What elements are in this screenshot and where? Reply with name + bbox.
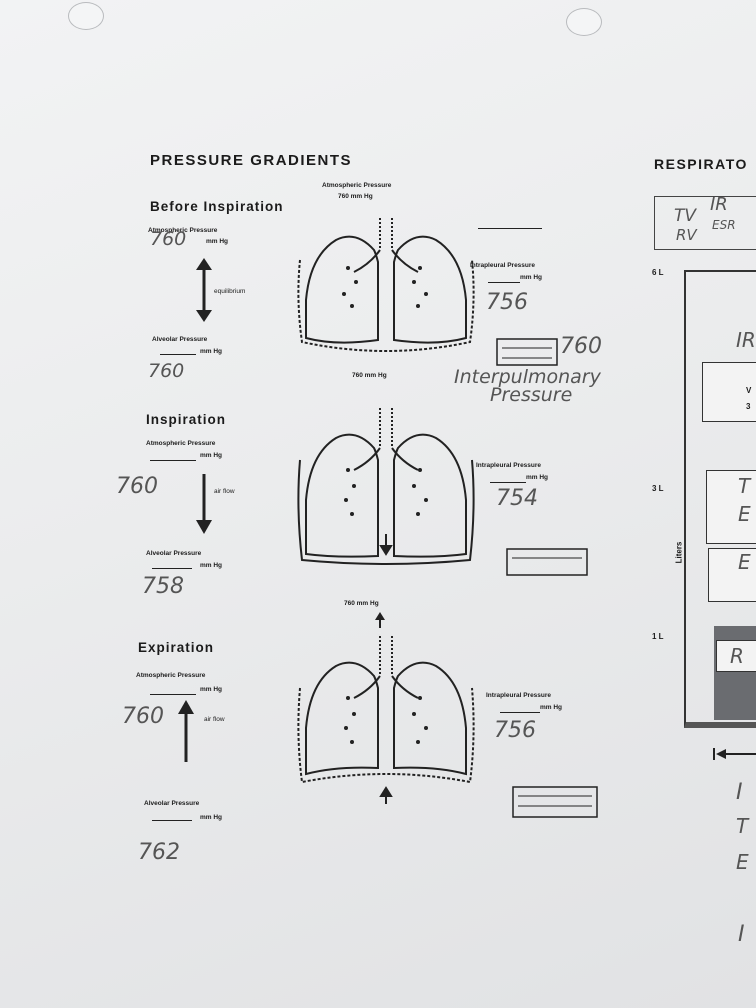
inspiration-atmospheric-answer: 760 — [116, 474, 158, 499]
right-hand-e2: E — [738, 550, 751, 574]
expiration-top-value: 760 mm Hg — [344, 600, 379, 607]
right-hand-ir: IR — [736, 328, 756, 352]
before-intrapleural-answer: 756 — [486, 290, 528, 315]
right-top-hand-tv: TV — [674, 206, 697, 226]
inspiration-alveolar-answer: 758 — [142, 574, 184, 599]
right-hand-t: T — [738, 474, 751, 498]
tick-6l: 6 L — [652, 268, 664, 277]
right-3-label: 3 — [746, 402, 751, 411]
expiration-airflow-arrow — [178, 700, 194, 762]
inspiration-heading: Inspiration — [146, 412, 227, 427]
axis-label-liters: Liters — [674, 541, 684, 564]
volume-box-1 — [702, 362, 756, 422]
expiration-airflow-label: air flow — [204, 716, 225, 723]
interpulmonary-note-line2: Pressure — [490, 384, 573, 406]
expiration-alveolar-label: Alveolar Pressure — [144, 800, 200, 807]
before-intrapleural-label: Intrapleural Pressure — [470, 262, 536, 269]
expiration-heading: Expiration — [138, 640, 215, 655]
top-atmospheric-value: 760 mm Hg — [338, 193, 373, 200]
right-page-title: RESPIRATO — [654, 156, 748, 172]
inspiration-atmospheric-unit: mm Hg — [200, 452, 223, 459]
inspiration-atmospheric-blank — [150, 460, 196, 461]
expiration-intrapleural-blank — [500, 712, 540, 713]
expiration-intrapleural-answer: 756 — [494, 718, 536, 743]
expiration-atmospheric-label: Atmospheric Pressure — [136, 672, 206, 679]
expiration-intrapleural-label: Intrapleural Pressure — [486, 692, 552, 699]
right-bottom-hand-e: E — [736, 850, 749, 874]
inspiration-alveolar-label: Alveolar Pressure — [146, 550, 202, 557]
expiration-atmospheric-unit: mm Hg — [200, 686, 223, 693]
punch-hole-left — [68, 2, 104, 30]
right-bottom-hand-t: T — [736, 814, 749, 838]
expiration-atmospheric-answer: 760 — [122, 704, 164, 729]
right-top-hand-ir: IR — [710, 194, 728, 215]
before-top-blank — [478, 228, 542, 229]
inspiration-alveolar-blank — [152, 568, 192, 569]
before-alveolar-blank — [160, 354, 196, 355]
before-inspiration-heading: Before Inspiration — [150, 199, 284, 214]
interpulmonary-note-line1: Interpulmonary — [454, 366, 601, 388]
before-alveolar-unit: mm Hg — [200, 348, 223, 355]
lungs-diagram-before — [297, 218, 475, 352]
before-atmospheric-label: Atmospheric Pressure — [148, 227, 218, 234]
lungs-diagram-expiration — [297, 636, 475, 804]
expiration-atmospheric-blank — [150, 694, 196, 695]
right-top-hand-esr: ESR — [712, 218, 736, 232]
right-hand-r: R — [730, 644, 744, 668]
before-interpulmonary-box — [496, 338, 558, 366]
volume-box-3 — [708, 548, 756, 602]
top-atmospheric-label: Atmospheric Pressure — [322, 182, 392, 189]
right-hand-e1: E — [738, 502, 751, 526]
equilibrium-label: equilibrium — [214, 288, 246, 295]
expiration-alveolar-blank — [152, 820, 192, 821]
inspiration-atmospheric-label: Atmospheric Pressure — [146, 440, 216, 447]
right-top-box — [654, 196, 756, 250]
before-intrapleural-blank — [488, 282, 520, 283]
before-atmospheric-unit: mm Hg — [206, 238, 229, 245]
right-v-label: V — [746, 386, 752, 395]
right-top-hand-rv: RV — [676, 226, 697, 244]
inspiration-airflow-label: air flow — [214, 488, 235, 495]
before-alveolar-answer: 760 — [148, 360, 185, 382]
volume-chart-frame — [684, 270, 756, 728]
inspiration-intrapleural-label: Intrapleural Pressure — [476, 462, 542, 469]
equilibrium-arrow — [196, 258, 212, 322]
expiration-alveolar-unit: mm Hg — [200, 814, 223, 821]
volume-box-4 — [716, 640, 756, 672]
tick-1l: 1 L — [652, 632, 664, 641]
expiration-alveolar-answer: 762 — [138, 840, 180, 865]
lungs-diagram-inspiration — [297, 408, 475, 565]
inspiration-alveolar-box — [506, 548, 588, 576]
right-bottom-hand-i: I — [736, 780, 743, 805]
inspiration-intrapleural-blank — [490, 482, 526, 483]
inspiration-airflow-arrow — [196, 474, 212, 534]
expiration-top-arrow — [375, 612, 385, 628]
inspiration-intrapleural-answer: 754 — [496, 486, 538, 511]
inspiration-alveolar-unit: mm Hg — [200, 562, 223, 569]
expiration-intrapleural-unit: mm Hg — [540, 704, 563, 711]
inspiration-top-value: 760 mm Hg — [352, 372, 387, 379]
volume-box-2 — [706, 470, 756, 544]
before-interpulmonary-answer: 760 — [560, 334, 602, 359]
inspiration-intrapleural-unit: mm Hg — [526, 474, 549, 481]
before-intrapleural-unit: mm Hg — [520, 274, 543, 281]
page-title: PRESSURE GRADIENTS — [150, 152, 353, 169]
punch-hole-right — [566, 8, 602, 36]
right-bottom-hand-i2: I — [738, 922, 745, 947]
expiration-alveolar-box — [512, 786, 598, 818]
tick-3l: 3 L — [652, 484, 664, 493]
before-atmospheric-answer: 760 — [150, 228, 187, 250]
right-bottom-arrow — [713, 748, 756, 760]
before-alveolar-label: Alveolar Pressure — [152, 336, 208, 343]
